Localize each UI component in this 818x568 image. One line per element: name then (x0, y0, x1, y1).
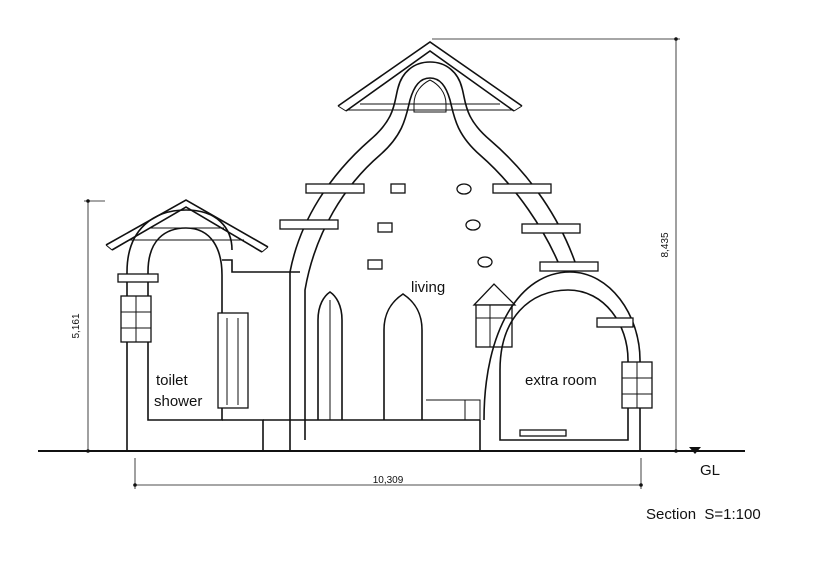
room-label-toilet: toilet (156, 372, 189, 389)
left-wing (105, 199, 300, 452)
dimension-bottom (133, 458, 643, 489)
dimension-label-width: 10,309 (373, 475, 404, 486)
window-extra-room (621, 361, 653, 409)
dimension-label-height-right: 8,435 (660, 232, 671, 257)
bay-window (472, 283, 517, 348)
drawing-caption: Section S=1:100 (646, 506, 761, 523)
window-left-wing (120, 295, 152, 343)
dimension-left (84, 199, 105, 453)
small-windows (367, 183, 493, 270)
ground-level-marker-icon (689, 447, 701, 454)
ground-level-label: GL (700, 462, 720, 479)
room-label-extra-room: extra room (525, 372, 597, 389)
room-label-living: living (411, 279, 445, 296)
dimension-label-height-left: 5,161 (71, 313, 82, 338)
arch-doors (317, 291, 423, 420)
room-label-shower: shower (154, 393, 202, 410)
dimension-right (432, 37, 680, 453)
main-dome (263, 41, 599, 451)
door-toilet (217, 312, 249, 409)
extra-room-dome (479, 271, 653, 451)
